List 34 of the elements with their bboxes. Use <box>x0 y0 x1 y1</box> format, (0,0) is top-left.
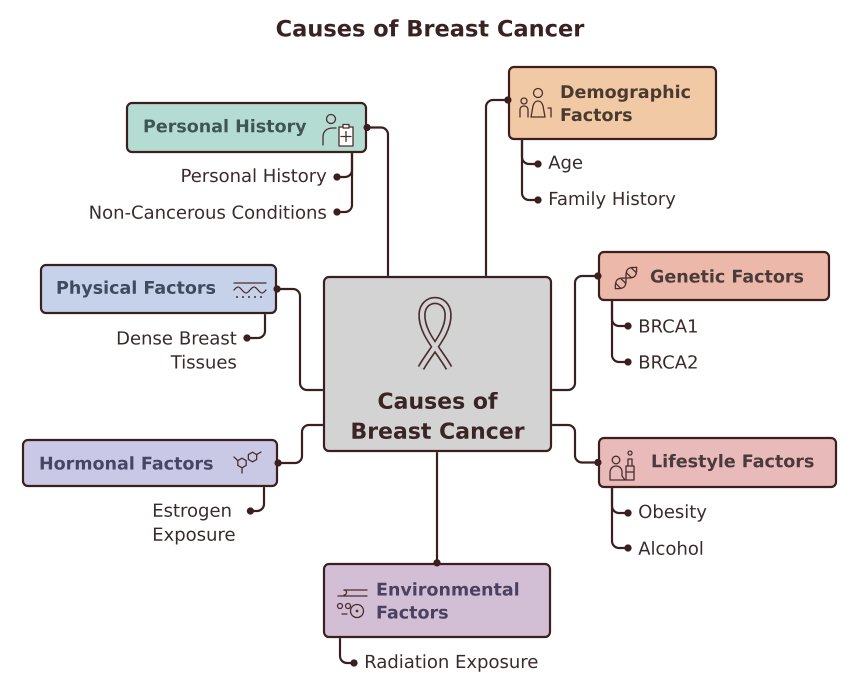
item-label: Alcohol <box>638 541 702 555</box>
connector <box>364 124 390 276</box>
item-label: BRCA2 <box>640 355 697 369</box>
connector <box>520 140 542 204</box>
central-box: Causes of Breast Cancer <box>322 276 552 452</box>
connector <box>610 301 632 366</box>
item-label: Dense Breast Tissues <box>118 331 236 369</box>
connector <box>243 314 266 342</box>
category-box: Lifestyle Factors <box>598 436 838 488</box>
category-box: Environmental Factors <box>322 562 552 638</box>
connector <box>610 488 632 552</box>
category-box: Hormonal Factors <box>22 438 278 488</box>
connector <box>552 272 602 392</box>
connector <box>552 424 602 466</box>
item-label: BRCA1 <box>640 319 697 333</box>
item-label: Age <box>548 156 582 172</box>
connector <box>274 424 323 467</box>
item-label: Family History <box>550 191 676 209</box>
connector <box>433 452 441 566</box>
connector <box>246 487 266 515</box>
item-label: Obesity <box>639 504 706 522</box>
connector <box>338 638 358 667</box>
connector <box>333 153 354 216</box>
category-box: Demographic Factors <box>508 66 718 140</box>
connector <box>274 285 323 392</box>
category-box: Genetic Factors <box>598 250 830 302</box>
item-label: Radiation Exposure <box>366 654 538 672</box>
category-box: Personal History <box>126 102 368 154</box>
category-box: Physical Factors <box>40 264 278 314</box>
item-label: Personal History <box>182 168 326 186</box>
connector <box>484 96 512 276</box>
item-label: Non-Cancerous Conditions <box>90 205 326 219</box>
title: Causes of Breast Cancer <box>276 19 584 37</box>
item-label: Estrogen Exposure <box>154 504 235 544</box>
